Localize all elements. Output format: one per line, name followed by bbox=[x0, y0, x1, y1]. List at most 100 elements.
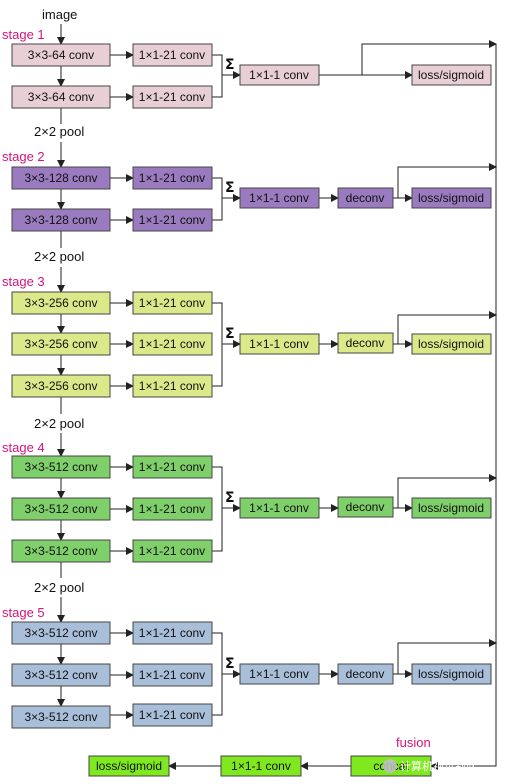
stage-5-side-conv-2-label: 1×1-21 conv bbox=[139, 668, 205, 682]
stage-4-output-label: loss/sigmoid bbox=[418, 501, 484, 515]
stage-2-sum-symbol: Σ bbox=[225, 180, 235, 196]
fusion-output-label: loss/sigmoid bbox=[96, 759, 162, 773]
stage-3-side-conv-1 bbox=[132, 291, 213, 315]
stage-3-output-label: loss/sigmoid bbox=[418, 337, 484, 351]
stage-1-sum-bracket bbox=[212, 54, 223, 98]
stage-5-conv-block-1 bbox=[11, 621, 111, 645]
stage-1-output bbox=[411, 64, 492, 86]
fusion-output bbox=[88, 755, 170, 777]
stage-3-side-conv-2-label: 1×1-21 conv bbox=[139, 337, 205, 351]
stage-3-sum-symbol: Σ bbox=[225, 326, 235, 342]
stage-4-side-conv-2-label: 1×1-21 conv bbox=[139, 502, 205, 516]
stage-2-fuse-conv bbox=[239, 187, 320, 209]
pool-label-1: 2×2 pool bbox=[34, 124, 84, 139]
fusion-label: fusion bbox=[396, 735, 431, 750]
stage-5-fuse-conv bbox=[239, 663, 320, 685]
stage-5-sum-symbol: Σ bbox=[225, 656, 235, 672]
stage-2-sum-bracket bbox=[212, 177, 223, 221]
stage-2-bus-arrow bbox=[397, 163, 497, 198]
stage-5-conv-block-1-label: 3×3-512 conv bbox=[24, 626, 97, 640]
stage-1-fuse-conv bbox=[239, 64, 320, 86]
pool-label-2: 2×2 pool bbox=[34, 249, 84, 264]
stage-5-deconv-label: deconv bbox=[346, 667, 385, 681]
watermark-logo-icon bbox=[383, 759, 397, 773]
stage-3-side-conv-3-label: 1×1-21 conv bbox=[139, 379, 205, 393]
stage-2: stage 2 3×3-128 conv 3×3-128 conv 1×1-21… bbox=[2, 149, 492, 232]
watermark: 计算机视觉战队 bbox=[383, 759, 477, 773]
stage-3-output bbox=[411, 333, 492, 355]
stage-5-output bbox=[411, 663, 492, 685]
stage-2-conv-block-2-label: 3×3-128 conv bbox=[24, 213, 97, 227]
stage-3-fuse-conv bbox=[239, 333, 320, 355]
stage-1-label: stage 1 bbox=[2, 27, 45, 42]
stage-1-side-conv-1 bbox=[132, 43, 213, 67]
stage-5-fuse-conv-label: 1×1-1 conv bbox=[249, 667, 309, 681]
stage-4-fuse-conv-label: 1×1-1 conv bbox=[249, 501, 309, 515]
stage-3-deconv-label: deconv bbox=[346, 336, 385, 350]
stage-4-conv-block-2 bbox=[11, 497, 111, 521]
stage-3-conv-block-2 bbox=[11, 332, 111, 356]
stage-5-bus-arrow bbox=[397, 639, 497, 674]
stage-2-output-label: loss/sigmoid bbox=[418, 191, 484, 205]
stage-4-side-conv-1 bbox=[132, 455, 213, 479]
stage-5-sum-bracket bbox=[212, 632, 223, 716]
stage-3-label: stage 3 bbox=[2, 274, 45, 289]
stage-1-conv-block-2-label: 3×3-64 conv bbox=[28, 90, 94, 104]
stage-4-output bbox=[411, 497, 492, 519]
stage-4: stage 4 3×3-512 conv 3×3-512 conv 3×3-51… bbox=[2, 440, 492, 563]
stage-1-conv-block-1 bbox=[11, 43, 111, 67]
fusion-conv bbox=[220, 755, 302, 777]
stage-2-side-conv-1-label: 1×1-21 conv bbox=[139, 171, 205, 185]
stage-4-side-conv-2 bbox=[132, 497, 213, 521]
stage-4-conv-block-1 bbox=[11, 455, 111, 479]
stage-4-label: stage 4 bbox=[2, 440, 45, 455]
stage-4-side-conv-1-label: 1×1-21 conv bbox=[139, 460, 205, 474]
stage-1-sum-symbol: Σ bbox=[225, 57, 235, 73]
stage-1-conv-block-2 bbox=[11, 85, 111, 109]
stage-5-deconv bbox=[337, 663, 394, 685]
stage-3-side-conv-1-label: 1×1-21 conv bbox=[139, 296, 205, 310]
stage-2-deconv-label: deconv bbox=[346, 191, 385, 205]
stage-4-side-conv-3 bbox=[132, 539, 213, 563]
stage-3-conv-block-1-label: 3×3-256 conv bbox=[24, 296, 97, 310]
stage-3-deconv bbox=[337, 332, 394, 354]
stage-5-conv-block-2-label: 3×3-512 conv bbox=[24, 668, 97, 682]
stage-3: stage 3 3×3-256 conv 3×3-256 conv 3×3-25… bbox=[2, 274, 492, 398]
stage-5-label: stage 5 bbox=[2, 605, 45, 620]
stage-2-deconv bbox=[337, 187, 394, 209]
stage-5-conv-block-3 bbox=[11, 705, 111, 729]
stage-1-side-conv-1-label: 1×1-21 conv bbox=[139, 48, 205, 62]
watermark-text: 计算机视觉战队 bbox=[400, 759, 477, 773]
connector-lines bbox=[57, 24, 497, 770]
stage-4-sum-symbol: Σ bbox=[225, 490, 235, 506]
stage-3-conv-block-1 bbox=[11, 291, 111, 315]
stage-2-conv-block-2 bbox=[11, 208, 111, 232]
stage-5-side-conv-3-label: 1×1-21 conv bbox=[139, 708, 205, 722]
stage-1-side-conv-2 bbox=[132, 85, 213, 109]
fusion-row: fusion concat 1×1-1 conv loss/sigmoid bbox=[88, 735, 432, 777]
stage-3-conv-block-3 bbox=[11, 374, 111, 398]
stage-3-bus-arrow bbox=[397, 311, 497, 344]
stage-4-conv-block-2-label: 3×3-512 conv bbox=[24, 502, 97, 516]
stage-1-fuse-conv-label: 1×1-1 conv bbox=[249, 68, 309, 82]
stage-2-fuse-conv-label: 1×1-1 conv bbox=[249, 191, 309, 205]
stage-4-conv-block-3-label: 3×3-512 conv bbox=[24, 544, 97, 558]
stage-4-conv-block-1-label: 3×3-512 conv bbox=[24, 460, 97, 474]
stage-5-output-label: loss/sigmoid bbox=[418, 667, 484, 681]
stage-4-sum-bracket bbox=[212, 466, 223, 552]
input-label: image bbox=[42, 7, 77, 22]
stage-2-conv-block-1 bbox=[11, 166, 111, 190]
stage-1: stage 1 3×3-64 conv 3×3-64 conv 1×1-21 c… bbox=[2, 27, 492, 109]
stage-4-conv-block-3 bbox=[11, 539, 111, 563]
stage-1-side-conv-2-label: 1×1-21 conv bbox=[139, 90, 205, 104]
stage-4-bus-arrow bbox=[397, 474, 497, 508]
stage-3-fuse-conv-label: 1×1-1 conv bbox=[249, 337, 309, 351]
stage-2-side-conv-2-label: 1×1-21 conv bbox=[139, 213, 205, 227]
stage-1-bus-arrow bbox=[361, 40, 497, 75]
stage-5-side-conv-1 bbox=[132, 621, 213, 645]
stage-5-conv-block-2 bbox=[11, 663, 111, 687]
stage-2-label: stage 2 bbox=[2, 149, 45, 164]
stage-2-conv-block-1-label: 3×3-128 conv bbox=[24, 171, 97, 185]
stage-3-side-conv-2 bbox=[132, 332, 213, 356]
